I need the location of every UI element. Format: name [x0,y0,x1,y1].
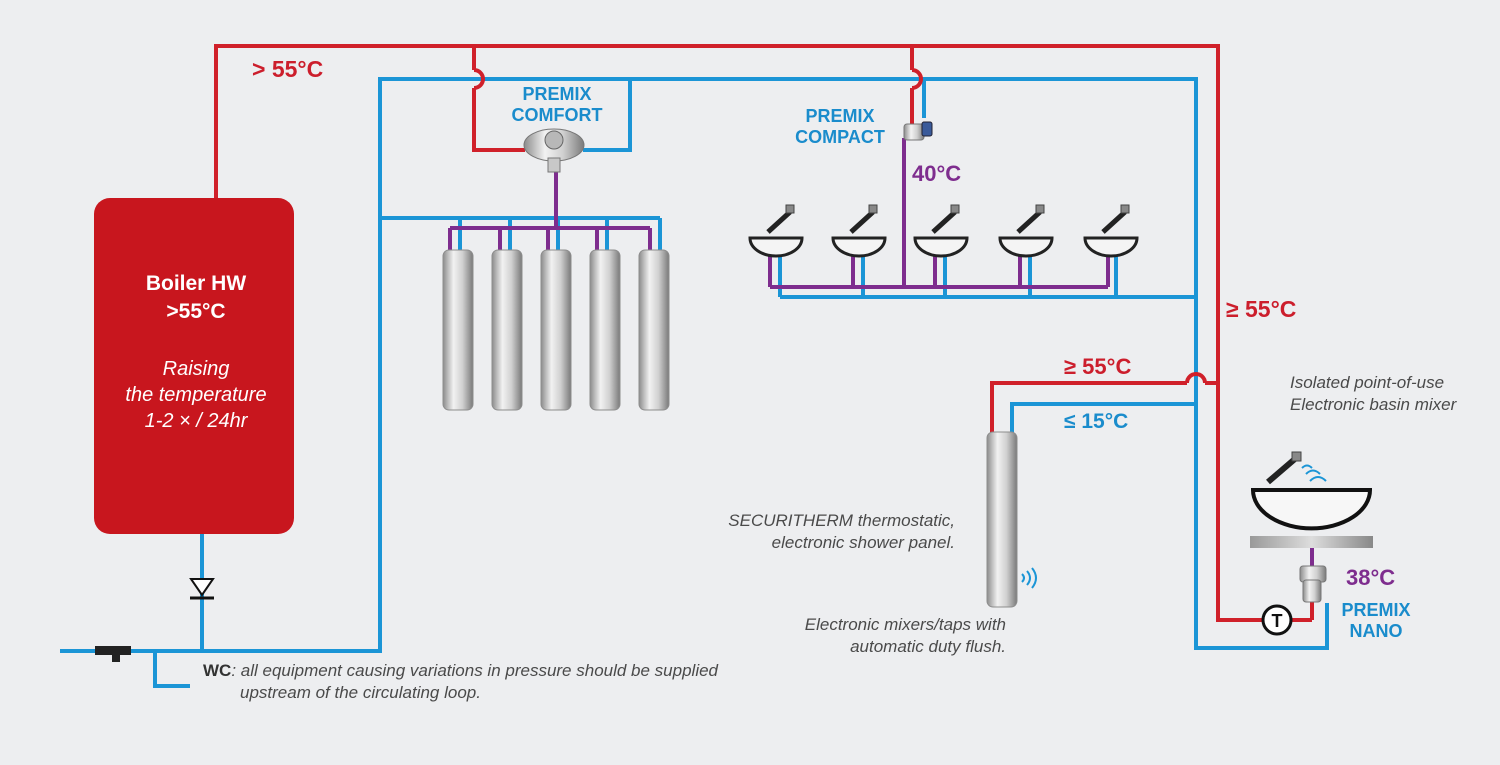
isolated-basin-note: Isolated point-of-use Electronic basin m… [1290,372,1456,416]
check-valve-icon [189,578,215,600]
premix-nano-line: NANO [1349,621,1403,641]
wash-basin [831,204,887,258]
wash-basin [913,204,969,258]
wc-note-rest: : all equipment causing variations in pr… [231,661,719,680]
wc-note-line: WC: all equipment causing variations in … [203,661,718,680]
shower-panel [540,249,572,411]
premix-nano-valve [1299,565,1327,603]
premix-comfort-line: PREMIX [522,84,592,104]
compact-output-temp: 40°C [912,161,962,186]
electronic-mixers-note: Electronic mixers/taps with automatic du… [740,614,1006,658]
boiler-title-line: Boiler HW [145,272,247,295]
hot-water-pipes [214,44,1314,622]
shower-panel [442,249,474,411]
securitherm-shower-panel [986,431,1037,608]
securitherm-note: SECURITHERM thermostatic, electronic sho… [680,510,955,554]
wash-basin [1083,204,1139,258]
thermostat-symbol: T [1261,604,1293,636]
premix-compact-valve [903,121,933,141]
shower-panel [491,249,523,411]
securitherm-note-line: electronic shower panel. [771,533,955,552]
shower-panels-group [442,249,670,411]
shower-cold-temp: ≤ 15°C [1064,410,1129,433]
boiler-note-line: the temperature [125,384,267,406]
premix-comfort-valve [523,128,585,173]
premix-comfort-label: PREMIX COMFORT [504,84,610,126]
electronic-basin [1250,451,1373,548]
boiler-note: Raising the temperature 1-2 × / 24hr [96,356,296,434]
electronic-mixers-line: automatic duty flush. [850,637,1006,656]
thermostat-letter: T [1272,611,1283,631]
shower-hot-temp: ≥ 55°C [1064,354,1132,379]
electronic-mixers-line: Electronic mixers/taps with [804,615,1006,634]
basin-countertop [1250,536,1373,548]
cold-water-pipes [60,77,1329,688]
premix-compact-label: PREMIX COMPACT [786,106,894,148]
shower-panel [589,249,621,411]
shower-panel [638,249,670,411]
isolated-basin-line: Isolated point-of-use [1290,373,1445,392]
boiler-title: Boiler HW >55°C [96,270,296,326]
main-hot-temp: > 55°C [252,56,324,82]
boiler-note-line: Raising [162,358,230,380]
wc-note: WC: all equipment causing variations in … [203,660,718,704]
wash-basin [748,204,804,258]
premix-nano-label: PREMIX NANO [1336,600,1416,642]
isolated-basin-line: Electronic basin mixer [1290,395,1457,414]
premix-comfort-line: COMFORT [511,105,603,125]
premix-nano-line: PREMIX [1341,600,1411,620]
wash-basin [998,204,1054,258]
premix-compact-line: COMPACT [795,127,885,147]
securitherm-note-line: SECURITHERM thermostatic, [728,511,955,530]
boiler-note-line: 1-2 × / 24hr [144,410,248,432]
wc-note-bold: WC [203,661,232,680]
mixed-water-pipes [448,138,1314,570]
right-hot-temp: ≥ 55°C [1226,296,1297,322]
boiler-tank [94,198,294,534]
premix-compact-line: PREMIX [805,106,875,126]
inlet-valve-icon [95,646,131,662]
nano-output-temp: 38°C [1346,565,1396,590]
wash-basins-group [748,204,1139,258]
wc-note-line2: upstream of the circulating loop. [240,683,481,702]
boiler-title-line: >55°C [166,300,226,323]
